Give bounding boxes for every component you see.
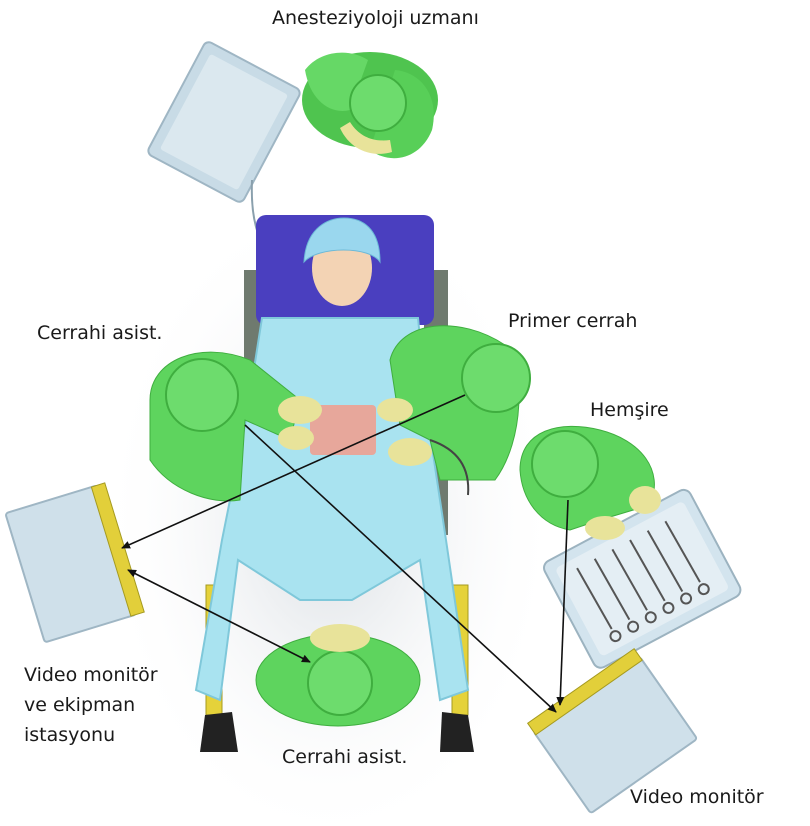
label-surgical-assistant-left: Cerrahi asist. (37, 322, 162, 345)
label-anesthesiologist: Anesteziyoloji uzmanı (272, 7, 479, 30)
anesthesia-monitor (146, 40, 301, 204)
label-nurse: Hemşire (590, 399, 669, 422)
label-video-station-line1: Video monitör (24, 660, 158, 690)
label-video-station: Video monitör ve ekipman istasyonu (24, 660, 158, 750)
label-surgical-assistant-bottom: Cerrahi asist. (282, 746, 407, 769)
label-video-monitor-right: Video monitör (630, 786, 764, 809)
label-video-station-line3: istasyonu (24, 720, 158, 750)
anesthesiologist-figure (302, 52, 438, 158)
label-video-station-line2: ve ekipman (24, 690, 158, 720)
label-primary-surgeon: Primer cerrah (508, 310, 637, 333)
